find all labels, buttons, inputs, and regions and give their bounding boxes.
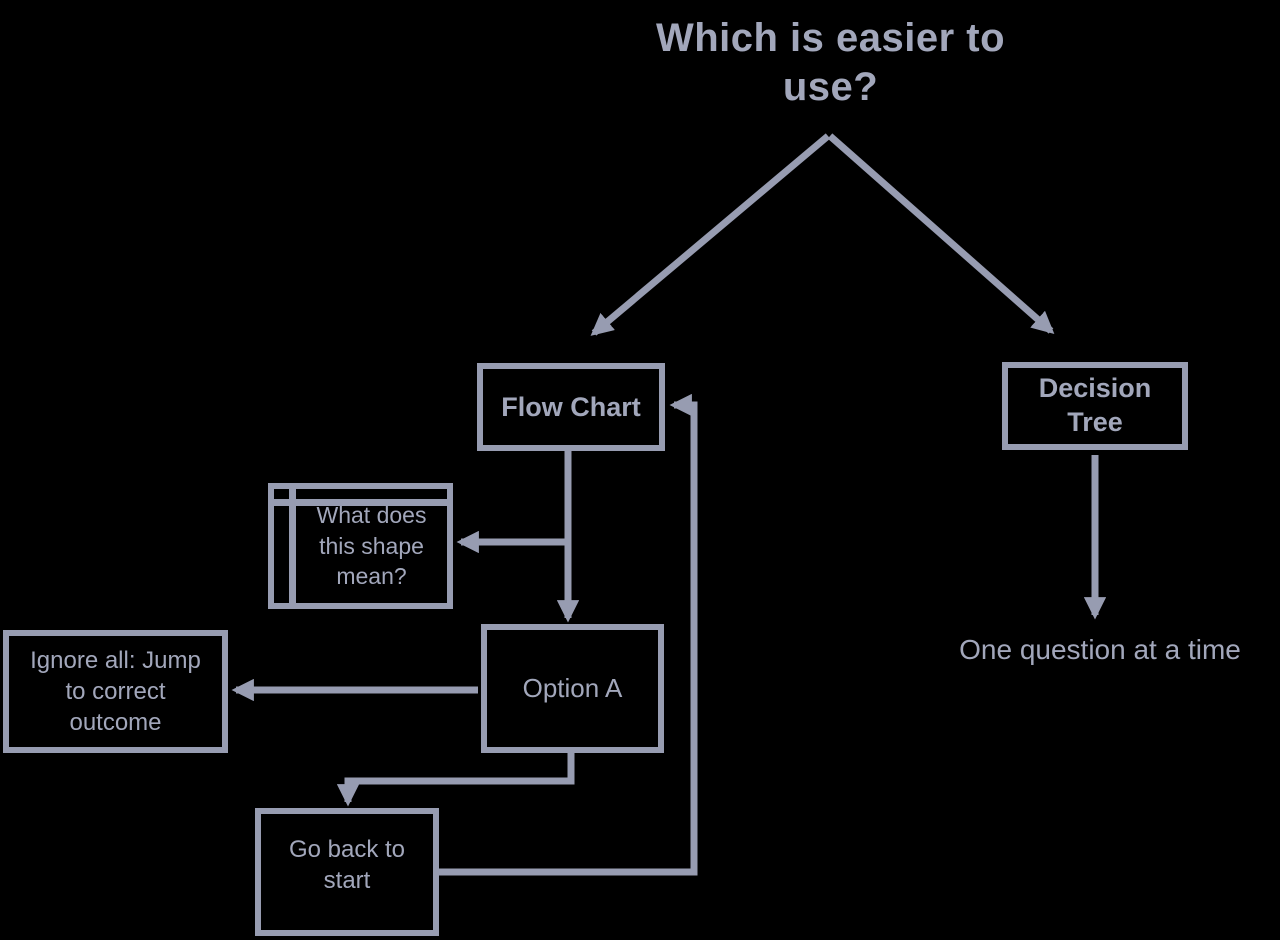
node-ignore-all-label: Ignore all: Jump to correct outcome: [30, 646, 201, 737]
internal-storage-top-line: [274, 499, 447, 506]
node-decision-tree: Decision Tree: [1002, 362, 1188, 450]
node-option-a: Option A: [481, 624, 664, 753]
diagram-title: Which is easier to use?: [655, 16, 1006, 109]
internal-storage-left-line: [289, 489, 296, 603]
node-go-back-label: Go back to start: [288, 835, 406, 894]
node-decision-tree-label: Decision Tree: [1038, 373, 1152, 437]
arrow-option-a-to-go-back: [336, 752, 575, 807]
node-go-back: Go back to start: [255, 808, 439, 936]
node-shape-question-label: What does this shape mean?: [316, 502, 427, 590]
arrow-title-to-decision-tree: [827, 133, 1055, 334]
arrow-title-to-flow-chart: [590, 133, 831, 336]
node-shape-question: What does this shape mean?: [268, 483, 453, 609]
node-flow-chart-label: Flow Chart: [501, 391, 641, 422]
decision-tree-result-text: One question at a time: [959, 634, 1241, 665]
node-ignore-all: Ignore all: Jump to correct outcome: [3, 630, 228, 753]
node-option-a-label: Option A: [522, 673, 623, 703]
node-flow-chart: Flow Chart: [477, 363, 665, 451]
